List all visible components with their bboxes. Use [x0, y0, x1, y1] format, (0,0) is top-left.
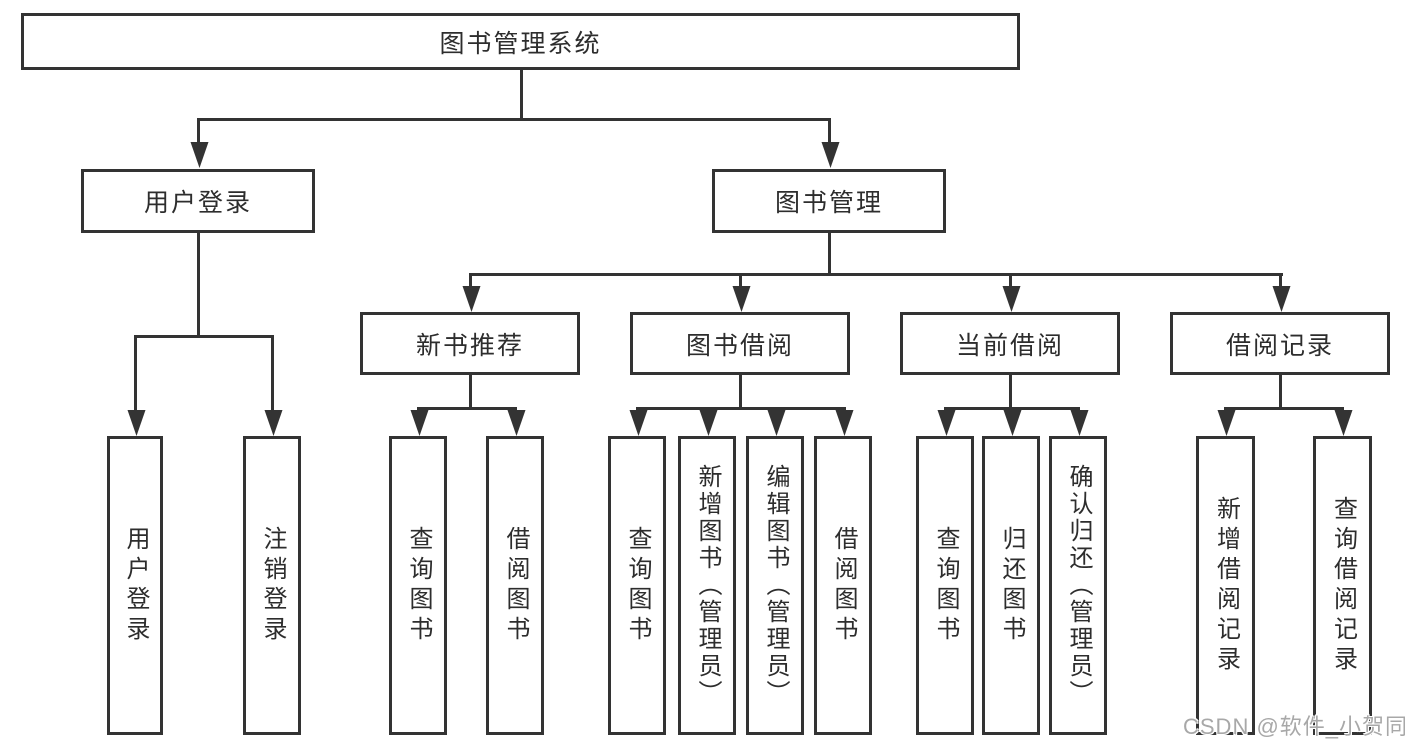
- leaf-nb-query-books: 查询图书: [389, 436, 447, 735]
- connector-drop-login: [134, 335, 137, 412]
- arrowhead-user-login: [190, 142, 209, 168]
- connector-userlogin-stem: [197, 233, 200, 335]
- arrowhead-logout: [264, 410, 283, 436]
- connector-drop-current-borrow: [1009, 273, 1012, 288]
- leaf-nb-borrow-books: 借阅图书: [486, 436, 544, 735]
- connector-drop-borrow-records: [1279, 273, 1282, 288]
- arrowhead-bb-borrow: [835, 410, 854, 436]
- leaf-cb-query-books: 查询图书: [916, 436, 974, 735]
- connector-borrowrecords-rail: [1224, 407, 1344, 410]
- arrowhead-book-management: [821, 142, 840, 168]
- connector-root-rail: [197, 118, 831, 121]
- leaf-bb-borrow-books: 借阅图书: [814, 436, 872, 735]
- node-book-borrow: 图书借阅: [630, 312, 850, 375]
- arrowhead-borrow-records: [1272, 286, 1291, 312]
- node-new-book-recommend: 新书推荐: [360, 312, 580, 375]
- leaf-logout: 注销登录: [243, 436, 301, 735]
- leaf-cb-return-books: 归还图书: [982, 436, 1040, 735]
- leaf-bb-add-books-admin: 新增图书（管理员）: [678, 436, 736, 735]
- leaf-bb-query-books: 查询图书: [608, 436, 666, 735]
- arrowhead-nb-query: [410, 410, 429, 436]
- csdn-watermark: CSDN @软件_小贺同学: [1183, 714, 1405, 739]
- connector-drop-book-management: [828, 118, 831, 146]
- connector-drop-logout: [271, 335, 274, 412]
- arrowhead-book-borrow: [732, 286, 751, 312]
- leaf-cb-confirm-return-admin: 确认归还（管理员）: [1049, 436, 1107, 735]
- connector-userlogin-rail: [134, 335, 274, 338]
- connector-root-stem: [520, 70, 523, 118]
- connector-drop-user-login: [197, 118, 200, 146]
- node-book-management: 图书管理: [712, 169, 946, 233]
- leaf-user-login: 用户登录: [107, 436, 163, 735]
- connector-drop-new-book: [469, 273, 472, 288]
- connector-bookborrow-rail: [636, 407, 846, 410]
- node-library-management-system: 图书管理系统: [21, 13, 1020, 70]
- arrowhead-bb-edit: [767, 410, 786, 436]
- arrowhead-bb-add: [699, 410, 718, 436]
- arrowhead-cb-confirm: [1070, 410, 1089, 436]
- connector-drop-book-borrow: [739, 273, 742, 288]
- node-borrow-records: 借阅记录: [1170, 312, 1390, 375]
- leaf-br-add-record: 新增借阅记录: [1196, 436, 1255, 735]
- connector-bookborrow-stem: [739, 375, 742, 407]
- node-current-borrow: 当前借阅: [900, 312, 1120, 375]
- arrowhead-br-query: [1334, 410, 1353, 436]
- arrowhead-bb-query: [629, 410, 648, 436]
- leaf-bb-edit-books-admin: 编辑图书（管理员）: [746, 436, 804, 735]
- arrowhead-br-add: [1217, 410, 1236, 436]
- arrowhead-login: [127, 410, 146, 436]
- arrowhead-cb-return: [1003, 410, 1022, 436]
- connector-bookmgmt-rail: [469, 273, 1283, 276]
- connector-bookmgmt-stem: [828, 233, 831, 273]
- arrowhead-current-borrow: [1002, 286, 1021, 312]
- arrowhead-nb-borrow: [507, 410, 526, 436]
- connector-newbook-stem: [469, 375, 472, 407]
- node-user-login: 用户登录: [81, 169, 315, 233]
- connector-newbook-rail: [417, 407, 517, 410]
- arrowhead-cb-query: [937, 410, 956, 436]
- connector-borrowrecords-stem: [1279, 375, 1282, 407]
- arrowhead-new-book: [462, 286, 481, 312]
- leaf-br-query-record: 查询借阅记录: [1313, 436, 1372, 735]
- connector-currentborrow-stem: [1009, 375, 1012, 407]
